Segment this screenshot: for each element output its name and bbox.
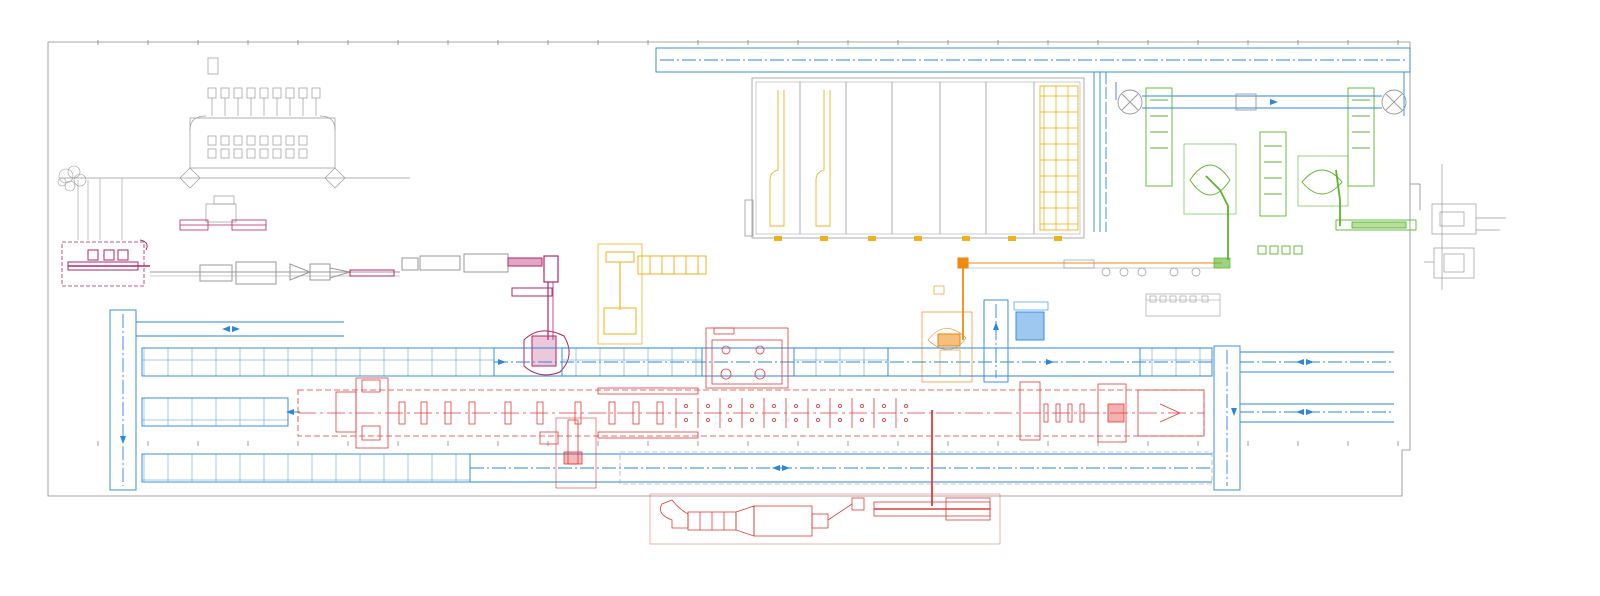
station-dot <box>706 403 711 408</box>
station-dot <box>816 417 821 422</box>
press-station <box>536 401 544 425</box>
station-dot <box>750 403 755 408</box>
station-dot <box>838 403 843 408</box>
bay-foot <box>1054 236 1062 241</box>
press-station <box>656 401 664 425</box>
transfer-line <box>921 257 1222 383</box>
press-station <box>608 401 616 425</box>
conveyor-system <box>109 299 1394 491</box>
station-dot <box>684 403 689 408</box>
triangle-left-arrow <box>772 465 780 471</box>
station-dot <box>794 417 799 422</box>
small-legend-box <box>1145 293 1221 317</box>
handling-cell <box>1117 87 1417 260</box>
station-dot <box>728 403 733 408</box>
triangle-right-arrow <box>1306 359 1314 365</box>
bay-foot <box>868 236 876 241</box>
coil-stack <box>57 165 123 240</box>
station-dot <box>882 403 887 408</box>
bay-feet <box>774 236 1062 241</box>
bay-foot <box>914 236 922 241</box>
bay-foot <box>962 236 970 241</box>
station-dot <box>750 417 755 422</box>
station-dot <box>860 403 865 408</box>
triangle-right-arrow <box>1270 99 1278 105</box>
press-station <box>398 401 406 425</box>
press-stations <box>398 398 1085 428</box>
station-dot <box>684 417 689 422</box>
coil-storage-area <box>597 243 707 345</box>
station-dot <box>882 417 887 422</box>
triangle-left-arrow <box>222 326 230 332</box>
reserved-zone <box>619 451 1213 485</box>
top-conveyor <box>655 47 1411 232</box>
station-dot <box>860 417 865 422</box>
transfer-rollers <box>1063 257 1231 277</box>
triangle-left-arrow <box>1296 359 1304 365</box>
press-station <box>468 401 476 425</box>
triangle-down-arrow <box>1231 408 1237 416</box>
triangle-right-arrow <box>1306 409 1314 415</box>
station-dot <box>838 417 843 422</box>
coil-racks <box>769 85 1079 231</box>
station-dot <box>904 403 909 408</box>
building-outline <box>47 41 1421 497</box>
bay-foot <box>820 236 828 241</box>
triangle-right-arrow <box>1046 359 1054 365</box>
press-station <box>1079 403 1085 423</box>
scrap-bins-area <box>60 57 410 223</box>
triangle-left-arrow <box>286 409 294 415</box>
flow-arrows <box>120 99 1314 471</box>
triangle-left-arrow <box>1296 409 1304 415</box>
bay-foot <box>774 236 782 241</box>
press-station <box>1067 403 1073 423</box>
exit-equipment <box>1424 164 1506 290</box>
press-station <box>1043 403 1049 423</box>
coil-feed-line <box>61 239 570 376</box>
station-dot <box>772 403 777 408</box>
triangle-down-arrow <box>120 436 126 444</box>
triangle-right-arrow <box>232 326 240 332</box>
triangle-right-arrow <box>782 465 790 471</box>
station-dot <box>772 417 777 422</box>
triangle-right-arrow <box>498 359 506 365</box>
storage-bays <box>744 77 1085 239</box>
press-station <box>504 401 512 425</box>
press-station <box>574 401 582 425</box>
column-grid-ticks <box>97 40 1399 446</box>
main-press-line <box>297 327 1205 545</box>
station-dot <box>706 417 711 422</box>
station-dot <box>794 403 799 408</box>
press-station <box>1055 403 1061 423</box>
press-station <box>632 401 640 425</box>
station-dot <box>816 403 821 408</box>
triangle-up-arrow <box>993 322 999 330</box>
die-cart <box>179 219 267 231</box>
station-dot <box>904 417 909 422</box>
press-station <box>444 401 452 425</box>
station-dot <box>728 417 733 422</box>
press-station <box>420 401 428 425</box>
bay-foot <box>1008 236 1016 241</box>
